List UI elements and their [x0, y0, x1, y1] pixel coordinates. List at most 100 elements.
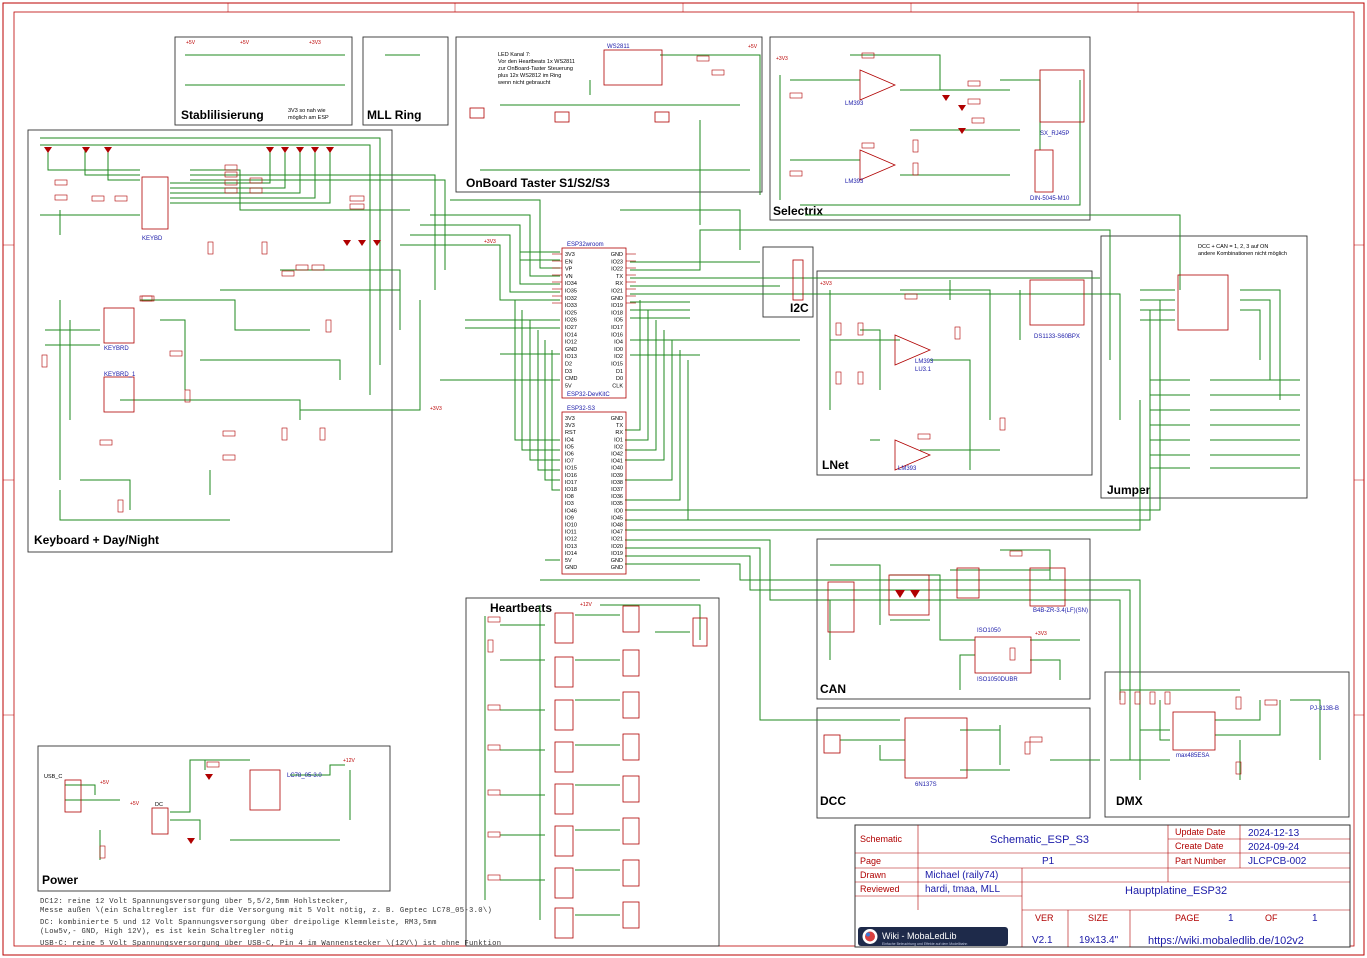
- esp32-s3-left-pin-12: IO3: [565, 501, 574, 507]
- supply-3v3-label-5: +3V3: [430, 406, 442, 412]
- power-note-5: USB-C: reine 5 Volt Spannungsversorgung …: [40, 940, 501, 948]
- esp32-s3-left-pin-11: IO8: [565, 494, 574, 500]
- esp32-top-left-pin-18: 5V: [565, 383, 572, 389]
- section-title-selectrix: Selectrix: [773, 204, 823, 218]
- diodes: [44, 95, 966, 844]
- esp32-s3-right-pin-4: IO2: [614, 444, 623, 450]
- esp32-top-left-pin-4: IO34: [565, 281, 577, 287]
- esp32-s3-right-pin-20: GND: [611, 558, 623, 564]
- esp32-top-left-pin-17: CMD: [565, 376, 578, 382]
- lm393-a: LM393: [845, 101, 864, 107]
- rj45-name: SX_RJ45P: [1040, 131, 1069, 137]
- esp32-s3-left-pin-17: IO12: [565, 537, 577, 543]
- esp32-top-left-pin-13: GND: [565, 347, 577, 353]
- esp32-top-right-pin-5: IO21: [611, 289, 623, 295]
- supply-5v-label-3: +5V: [748, 44, 758, 50]
- esp32-top-right-pin-12: IO4: [614, 340, 623, 346]
- esp32-s3-right-pin-12: IO35: [611, 501, 623, 507]
- esp32-s3-left-pin-14: IO9: [565, 515, 574, 521]
- tb-of-value: 1: [1312, 913, 1318, 924]
- tb-url[interactable]: https://wiki.mobaledlib.de/102v2: [1148, 935, 1304, 947]
- supply-12v-label: +12V: [580, 602, 592, 608]
- esp32-s3-right-pin-6: IO41: [611, 459, 623, 465]
- esp32-s3-left-pin-6: IO7: [565, 459, 574, 465]
- tb-ver-label: VER: [1035, 913, 1054, 923]
- lm393-b: LM393: [845, 179, 864, 185]
- section-title-dmx: DMX: [1116, 794, 1143, 808]
- section-title-power: Power: [42, 873, 78, 887]
- esp32-s3-right-pin-21: GND: [611, 565, 623, 571]
- pin-stubs: [552, 253, 636, 304]
- power-note-1: DC12: reine 12 Volt Spannungsversorgung …: [40, 898, 349, 906]
- esp32-s3-right-pin-5: IO42: [611, 452, 623, 458]
- esp32-top-sub: ESP32-DevKitC: [567, 392, 610, 398]
- rj12-name: DS1133-S60BPX: [1034, 334, 1080, 340]
- esp32-top-right-pin-3: TX: [616, 274, 623, 280]
- supply-3v3-label: +3V3: [309, 40, 321, 46]
- tb-reviewed-label: Reviewed: [860, 884, 900, 894]
- dc-label: DC: [155, 802, 163, 808]
- esp32-s3-name: ESP32-S3: [567, 406, 596, 412]
- esp32-top-left-pin-15: D2: [565, 362, 572, 368]
- esp32-s3-right-pin-10: IO37: [611, 487, 623, 493]
- esp32-s3-left-pin-10: IO18: [565, 487, 577, 493]
- usb-c-label: USB_C: [44, 774, 62, 780]
- esp32-top-right-pins: GNDIO23IO22TXRXIO21GNDIO19IO18IO5IO17IO1…: [611, 252, 624, 389]
- tb-size-value: 19x13.4": [1079, 935, 1119, 946]
- esp32-s3-left-pin-16: IO11: [565, 530, 577, 536]
- keybrd-name: KEYBRD: [104, 346, 129, 352]
- tb-page2-label: PAGE: [1175, 913, 1199, 923]
- b4b-name: B4B-ZR-3.4(LF)(SN): [1033, 608, 1088, 614]
- tb-size-label: SIZE: [1088, 913, 1108, 923]
- esp32-top-left-pin-14: IO13: [565, 354, 577, 360]
- lm393-d: LM393: [898, 466, 917, 472]
- esp32-top-left-pin-9: IO26: [565, 318, 577, 324]
- esp32-s3-left-pin-19: IO14: [565, 551, 577, 557]
- tb-update-label: Update Date: [1175, 827, 1226, 837]
- esp32-s3-right-pin-2: RX: [615, 430, 623, 436]
- tb-reviewed-value: hardi, tmaa, MLL: [925, 884, 1000, 895]
- tb-drawn-value: Michael (raily74): [925, 870, 998, 881]
- esp32-top-right-pin-16: D1: [616, 369, 623, 375]
- keybrd1-name: KEYBRD_1: [104, 372, 136, 378]
- power-note-3: DC: kombinierte 5 und 12 Volt Spannungsv…: [40, 919, 437, 927]
- lu31-name: LU3.1: [915, 367, 932, 373]
- esp32-top-left-pin-10: IO27: [565, 325, 577, 331]
- esp32-s3-left-pin-8: IO16: [565, 473, 577, 479]
- esp32-s3-left-pin-20: 5V: [565, 558, 572, 564]
- lm393-c: LM393: [915, 359, 934, 365]
- esp32-top-right-pin-0: GND: [611, 252, 623, 258]
- tb-create-value: 2024-09-24: [1248, 842, 1300, 853]
- section-title-heartbeats: Heartbeats: [490, 601, 552, 615]
- esp32-top-right-pin-2: IO22: [611, 267, 623, 273]
- esp32-top-right-pin-6: GND: [611, 296, 623, 302]
- esp32-s3-right-pin-0: GND: [611, 416, 623, 422]
- pj-name: PJ-313B-B: [1310, 706, 1339, 712]
- tb-ver-value: V2.1: [1032, 935, 1053, 946]
- section-title-keyboard: Keyboard + Day/Night: [34, 533, 159, 547]
- tb-schematic-label: Schematic: [860, 834, 903, 844]
- keybd-name: KEYBD: [142, 236, 163, 242]
- tb-page2-value: 1: [1228, 913, 1234, 924]
- esp32-top-right-pin-18: CLK: [612, 383, 623, 389]
- components: [64, 49, 1229, 939]
- optocoupler-name: 6N137S: [915, 782, 937, 788]
- esp32-s3-left-pin-18: IO13: [565, 544, 577, 550]
- esp32-s3-left-pin-21: GND: [565, 565, 577, 571]
- esp32-s3-left-pin-2: RST: [565, 430, 577, 436]
- esp32-s3-right-pin-15: IO48: [611, 523, 623, 529]
- section-title-mll-ring: MLL Ring: [367, 108, 421, 122]
- esp32-top-right-pin-7: IO19: [611, 303, 623, 309]
- esp32-s3-left-pin-0: 3V3: [565, 416, 575, 422]
- max485-name: max485ESA: [1176, 753, 1209, 759]
- power-note-2: Messe außen \(ein Schaltregler ist für d…: [40, 907, 492, 915]
- din-name: DIN-5045-M10: [1030, 196, 1070, 202]
- iso1050-sub: ISO1050DUBR: [977, 677, 1018, 683]
- supply-3v3-label-4: +3V3: [484, 239, 496, 245]
- title-block: Schematic Schematic_ESP_S3 Update Date 2…: [854, 824, 1351, 948]
- esp32-top-left-pin-7: IO33: [565, 303, 577, 309]
- esp32-s3-right-pin-14: IO45: [611, 515, 623, 521]
- supply-5v-label-4: +5V: [100, 780, 110, 786]
